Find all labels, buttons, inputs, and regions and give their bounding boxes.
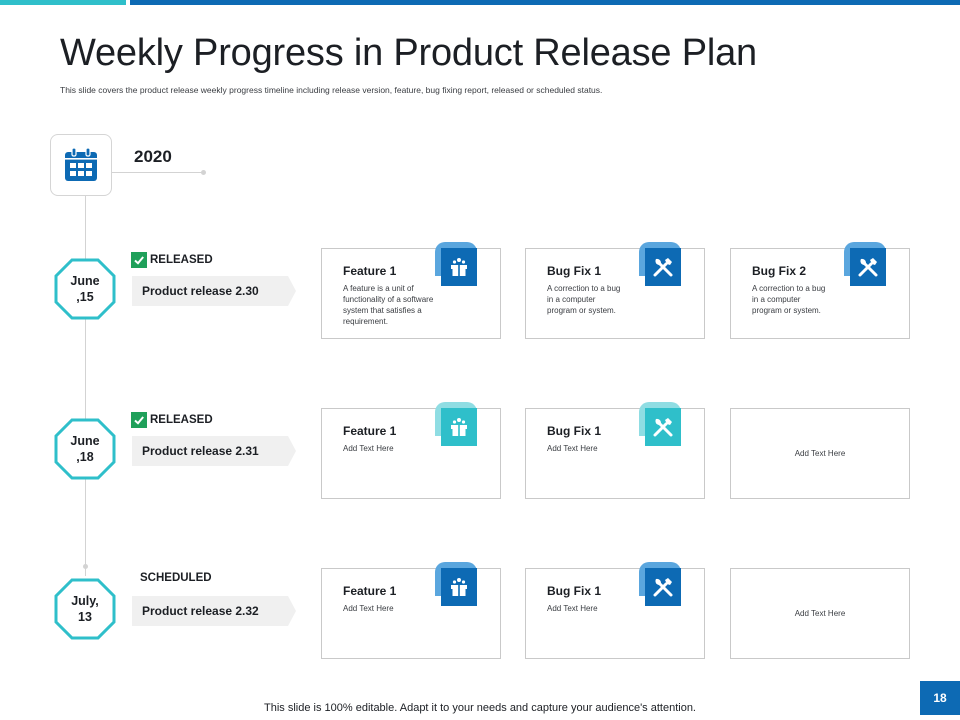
page-subtitle: This slide covers the product release we… bbox=[60, 85, 603, 95]
card-title: Feature 1 bbox=[343, 424, 397, 438]
timeline-year: 2020 bbox=[134, 147, 172, 166]
octagon-shape bbox=[54, 418, 116, 480]
release-status: SCHEDULED bbox=[140, 572, 212, 584]
card-badge bbox=[844, 242, 886, 286]
release-version-label: Product release 2.30 bbox=[142, 284, 259, 298]
timeline-end-dot bbox=[83, 564, 88, 569]
gift-box-icon bbox=[441, 568, 477, 606]
release-status-label: RELEASED bbox=[150, 414, 213, 426]
release-version-label: Product release 2.31 bbox=[142, 444, 259, 458]
card-title: Bug Fix 1 bbox=[547, 424, 602, 438]
date-label: June ,15 bbox=[70, 274, 100, 304]
footer-note: This slide is 100% editable. Adapt it to… bbox=[264, 702, 696, 714]
release-version-tag: Product release 2.30 bbox=[132, 276, 296, 306]
tools-icon bbox=[645, 568, 681, 606]
check-icon bbox=[131, 252, 147, 268]
calendar-badge bbox=[50, 134, 112, 196]
release-version-label: Product release 2.32 bbox=[142, 604, 259, 618]
tools-icon bbox=[645, 408, 681, 446]
release-status: RELEASED bbox=[131, 412, 213, 428]
card-description: A correction to a bug in a computer prog… bbox=[752, 284, 826, 315]
top-accent-bar-teal bbox=[0, 0, 126, 5]
detail-card-placeholder: Add Text Here bbox=[730, 568, 910, 659]
tools-icon bbox=[850, 248, 886, 286]
gift-box-icon bbox=[441, 248, 477, 286]
card-badge bbox=[639, 242, 681, 286]
card-description: Add Text Here bbox=[547, 604, 598, 613]
release-tag-shape bbox=[132, 596, 296, 626]
tools-icon bbox=[645, 248, 681, 286]
card-title: Feature 1 bbox=[343, 264, 397, 278]
octagon-shape bbox=[54, 258, 116, 320]
release-status-label: SCHEDULED bbox=[140, 572, 212, 584]
timeline-year-connector bbox=[112, 172, 204, 173]
date-marker: June ,18 bbox=[53, 417, 117, 481]
card-placeholder-text: Add Text Here bbox=[794, 449, 846, 458]
card-placeholder-text: Add Text Here bbox=[794, 609, 846, 618]
date-marker: June ,15 bbox=[53, 257, 117, 321]
detail-card-feature-1: Feature 1 A feature is a unit of function… bbox=[321, 248, 501, 339]
card-badge bbox=[639, 562, 681, 606]
date-marker: July, 13 bbox=[53, 577, 117, 641]
release-tag-shape bbox=[132, 436, 296, 466]
card-description: Add Text Here bbox=[547, 444, 598, 453]
release-tag-shape bbox=[132, 276, 296, 306]
release-status-label: RELEASED bbox=[150, 254, 213, 266]
calendar-icon bbox=[65, 147, 97, 181]
top-accent-bar-blue bbox=[130, 0, 960, 5]
card-badge bbox=[435, 242, 477, 286]
page-number: 18 bbox=[920, 681, 960, 715]
timeline-connector-dot bbox=[201, 170, 206, 175]
card-description: Add Text Here bbox=[343, 444, 394, 453]
card-title: Bug Fix 2 bbox=[752, 264, 807, 278]
release-version-tag: Product release 2.31 bbox=[132, 436, 296, 466]
release-status: RELEASED bbox=[131, 252, 213, 268]
octagon-shape bbox=[54, 578, 116, 640]
card-description: A correction to a bug in a computer prog… bbox=[547, 284, 621, 315]
card-title: Bug Fix 1 bbox=[547, 584, 602, 598]
card-badge bbox=[435, 402, 477, 446]
date-label: June ,18 bbox=[70, 434, 100, 464]
card-badge bbox=[435, 562, 477, 606]
card-title: Bug Fix 1 bbox=[547, 264, 602, 278]
timeline-vertical-line bbox=[85, 196, 86, 576]
detail-card-placeholder: Add Text Here bbox=[730, 408, 910, 499]
date-label: July, 13 bbox=[71, 594, 99, 624]
release-version-tag: Product release 2.32 bbox=[132, 596, 296, 626]
gift-box-icon bbox=[441, 408, 477, 446]
card-description: Add Text Here bbox=[343, 604, 394, 613]
card-description: A feature is a unit of functionality of … bbox=[343, 284, 434, 326]
card-badge bbox=[639, 402, 681, 446]
card-title: Feature 1 bbox=[343, 584, 397, 598]
page-title: Weekly Progress in Product Release Plan bbox=[60, 32, 757, 74]
check-icon bbox=[131, 412, 147, 428]
